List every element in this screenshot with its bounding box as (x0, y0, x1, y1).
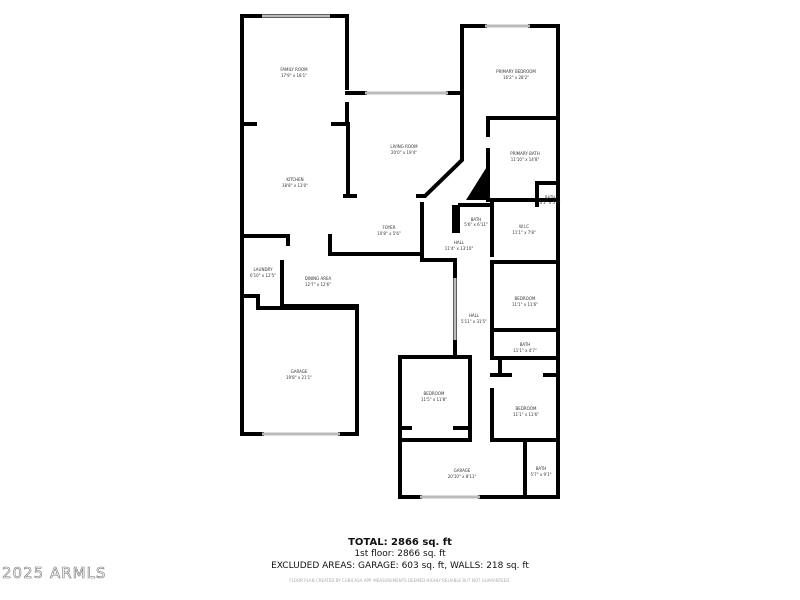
room-dim: 11'5" x 11'8" (421, 397, 447, 402)
room-name: BEDROOM (515, 296, 536, 301)
room-name: BATH (471, 217, 482, 222)
room-dim: 5'6" x 6'11" (464, 222, 488, 227)
room-name: FOYER (383, 225, 396, 230)
room-dim: 16'2" x 28'2" (503, 75, 529, 80)
room-dim: 3'1" x 5'6" (540, 200, 561, 205)
total-area: TOTAL: 2866 sq. ft (348, 537, 452, 548)
room-name: HALL (469, 313, 480, 318)
windows (262, 14, 530, 499)
walls (240, 14, 560, 499)
room-name: GARAGE (454, 468, 471, 473)
room-dim: 6'10" x 12'5" (250, 273, 276, 278)
room-dim: 11'10" x 14'8" (511, 157, 540, 162)
room-dim: 11'4" x 13'10" (445, 246, 474, 251)
room-dim: 19'8" x 21'1" (286, 375, 312, 380)
room-name: KITCHEN (286, 177, 303, 182)
room-name: PRIMARY BATH (510, 151, 539, 156)
room-name: BATH (536, 466, 547, 471)
room-dim: 20'0" x 19'4" (391, 150, 417, 155)
room-dim: 11'1" x 4'7" (513, 348, 537, 353)
room-name: GARAGE (291, 369, 308, 374)
room-name: LAUNDRY (253, 267, 273, 272)
room-dim: 20'10" x 8'11" (448, 474, 477, 479)
room-name: BEDROOM (516, 406, 537, 411)
floor-area: 1st floor: 2866 sq. ft (354, 549, 446, 559)
room-name: FAMILY ROOM (280, 67, 308, 72)
room-name: HALL (454, 240, 465, 245)
excluded-areas: EXCLUDED AREAS: GARAGE: 603 sq. ft, WALL… (271, 561, 529, 571)
room-name: BEDROOM (424, 391, 445, 396)
room-name: BATH (520, 342, 531, 347)
room-name: DINING AREA (305, 276, 332, 281)
room-dim: 12'7" x 12'6" (305, 282, 331, 287)
room-name: PRIMARY BEDROOM (496, 69, 536, 74)
room-dim: 17'9" x 18'1" (281, 73, 307, 78)
room-name: BATH (545, 195, 556, 200)
disclaimer: FLOOR PLAN CREATED BY CUBICASA APP. MEAS… (289, 578, 511, 583)
room-dim: 11'1" x 7'8" (512, 230, 536, 235)
room-dim: 18'8" x 13'0" (282, 183, 308, 188)
room-name: LIVING ROOM (390, 144, 418, 149)
watermark: 2025 ARMLS (2, 564, 107, 583)
room-dim: 10'8" x 5'6" (377, 231, 401, 236)
room-dim: 5'11" x 31'5" (461, 319, 487, 324)
room-dim: 11'1" x 11'6" (513, 412, 539, 417)
room-dim: 5'7" x 9'1" (531, 472, 552, 477)
room-dim: 11'1" x 11'6" (512, 302, 538, 307)
room-labels: FAMILY ROOM 17'9" x 18'1" PRIMARY BEDROO… (250, 67, 561, 479)
room-name: W.I.C (519, 224, 529, 229)
